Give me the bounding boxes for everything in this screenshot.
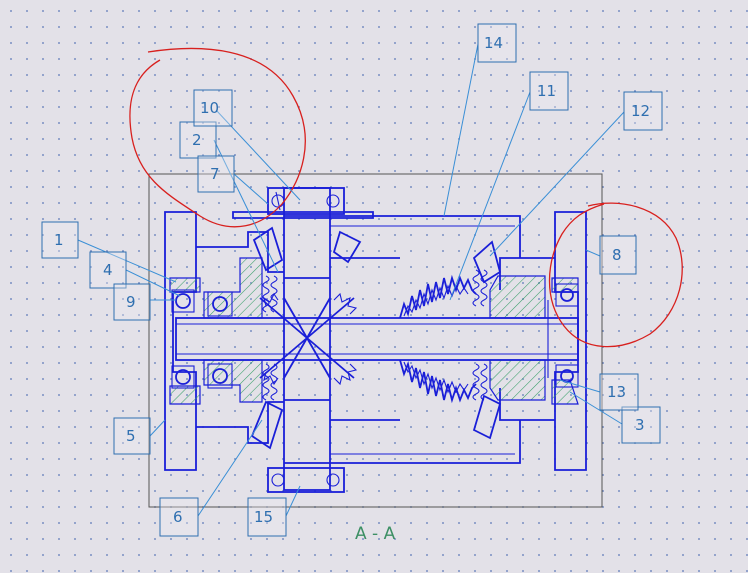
svg-text:2: 2 [192,131,202,149]
markup-circle-right [548,202,683,348]
svg-text:12: 12 [631,102,650,120]
svg-text:6: 6 [173,508,183,526]
callout-7[interactable]: 7 [197,155,235,193]
left-bevel-bottom [250,400,284,450]
right-bearing-housing-top [489,275,546,319]
bottom-bearing-cap [267,467,345,493]
left-bevel-top [252,226,284,272]
callout-2[interactable]: 2 [179,121,217,159]
right-bevel-top [472,240,502,284]
callout-15[interactable]: 15 [247,497,287,537]
left-spring-top [262,275,270,313]
callout-6[interactable]: 6 [159,497,199,537]
right-spring-bottom [472,363,480,401]
callout-4[interactable]: 4 [89,251,127,289]
callout-12[interactable]: 12 [623,91,663,131]
svg-text:5: 5 [126,427,136,445]
svg-text:9: 9 [126,293,136,311]
svg-text:10: 10 [200,99,219,117]
crown-gear-bottom [399,359,477,404]
right-bearing-housing-bottom [489,359,546,401]
right-bevel-bottom [472,394,502,440]
leader-lines [77,43,625,517]
left-bearing-housing-top [203,257,263,319]
callout-14[interactable]: 14 [477,23,517,63]
right-spring-top [472,269,480,307]
top-bearing-cap [267,187,345,215]
svg-text:8: 8 [612,246,622,264]
crown-gear-top [399,274,477,319]
left-bearing-housing-bottom [203,359,263,403]
ball-bearings [171,283,579,389]
drawing-frame [148,173,603,508]
section-label: A - A [355,524,396,544]
svg-text:7: 7 [210,165,220,183]
svg-text:13: 13 [607,383,626,401]
callout-3[interactable]: 3 [621,406,661,444]
gearbox-assembly[interactable] [164,187,587,493]
callout-13[interactable]: 13 [599,373,639,411]
svg-text:15: 15 [254,508,273,526]
svg-text:11: 11 [537,82,556,100]
left-spring-bottom [262,363,270,401]
markup-circle-top-left [129,47,306,228]
callout-5[interactable]: 5 [113,417,151,455]
svg-text:4: 4 [103,261,113,279]
callout-8[interactable]: 8 [599,235,637,275]
callout-10[interactable]: 10 [193,89,233,127]
callout-9[interactable]: 9 [113,283,151,321]
svg-text:3: 3 [635,416,645,434]
svg-text:1: 1 [54,231,64,249]
svg-text:14: 14 [484,34,503,52]
callout-1[interactable]: 1 [41,221,79,259]
callout-11[interactable]: 11 [529,71,569,111]
left-flange [164,211,197,471]
